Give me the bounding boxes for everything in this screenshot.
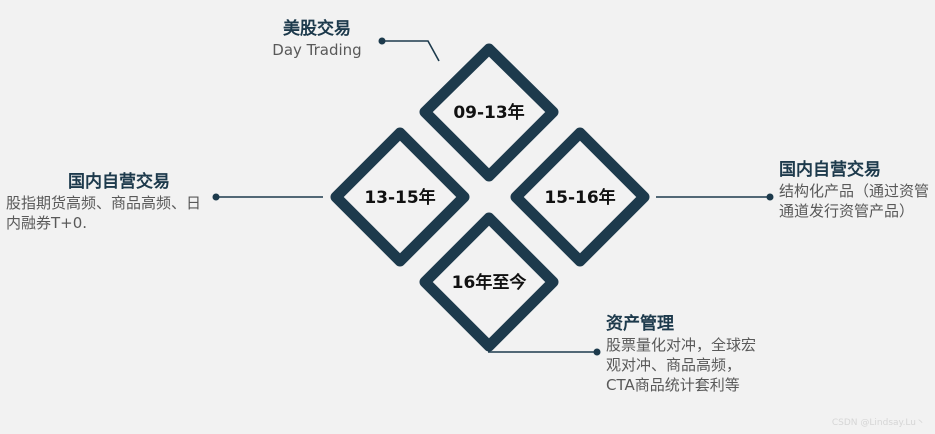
connectors bbox=[216, 40, 770, 353]
label-asset-management: 资产管理 股票量化对冲，全球宏观对冲、商品高频，CTA商品统计套利等 bbox=[606, 313, 766, 395]
label-us-desc: Day Trading bbox=[272, 41, 362, 59]
label-domestic-right: 国内自营交易 结构化产品（通过资管通道发行资管产品） bbox=[779, 159, 929, 221]
petal-left-shape bbox=[330, 127, 470, 267]
petal-bottom-shape bbox=[419, 212, 559, 352]
petal-left-label: 13-15年 bbox=[364, 187, 435, 208]
label-domestic-left: 国内自营交易 股指期货高频、商品高频、日内融券T+0. bbox=[6, 171, 206, 233]
label-us-trading: 美股交易 Day Trading bbox=[262, 18, 372, 60]
dot-top bbox=[378, 37, 386, 45]
petal-top-label: 09-13年 bbox=[453, 102, 524, 123]
dot-left bbox=[212, 193, 220, 201]
petal-right-shape bbox=[510, 127, 650, 267]
label-asset-mgmt-title: 资产管理 bbox=[606, 314, 674, 334]
petals bbox=[330, 43, 650, 352]
label-domestic-right-title: 国内自营交易 bbox=[779, 160, 881, 180]
label-domestic-left-title: 国内自营交易 bbox=[68, 172, 170, 192]
label-us-title: 美股交易 bbox=[283, 19, 351, 39]
petal-right-label: 15-16年 bbox=[544, 187, 615, 208]
connector-dots bbox=[212, 37, 774, 356]
petal-bottom-label: 16年至今 bbox=[452, 272, 527, 293]
label-asset-mgmt-desc: 股票量化对冲，全球宏观对冲、商品高频，CTA商品统计套利等 bbox=[606, 336, 757, 394]
connector-top bbox=[382, 40, 440, 62]
label-domestic-right-desc: 结构化产品（通过资管通道发行资管产品） bbox=[779, 182, 930, 220]
watermark: CSDN @Lindsay.Lu丶 bbox=[831, 418, 925, 428]
petal-top-shape bbox=[419, 43, 559, 182]
label-domestic-left-desc: 股指期货高频、商品高频、日内融券T+0. bbox=[6, 194, 202, 232]
dot-bottom bbox=[593, 348, 601, 356]
dot-right bbox=[766, 193, 774, 201]
